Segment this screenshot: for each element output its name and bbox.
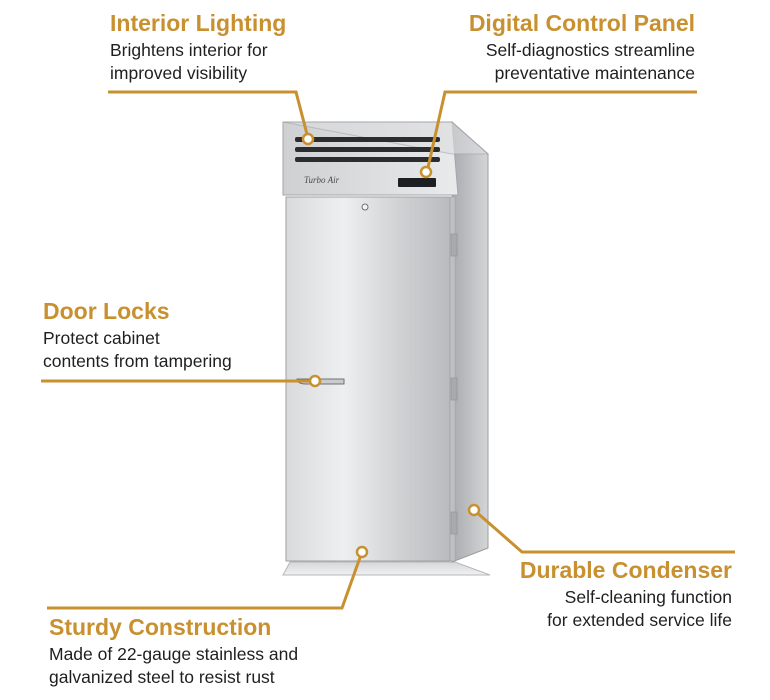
callout-durable-condenser: Durable Condenser Self-cleaning function… — [520, 557, 732, 632]
callout-desc-line2: improved visibility — [110, 63, 248, 83]
callout-desc-line1: Made of 22-gauge stainless and — [49, 644, 299, 664]
callout-desc-line1: Self-cleaning function — [564, 587, 732, 607]
callout-title: Digital Control Panel — [468, 10, 695, 36]
callout-desc-line1: Protect cabinet — [43, 328, 160, 348]
control-display — [398, 178, 436, 187]
callout-digital-control-panel: Digital Control Panel Self-diagnostics s… — [469, 10, 695, 85]
leader-line-durable-condenser — [473, 508, 735, 554]
hinge-bottom — [450, 511, 458, 535]
leader-line-sturdy-construction — [47, 551, 364, 610]
dot-sturdy-construction — [355, 545, 369, 559]
leader-line-interior-lighting — [108, 90, 310, 139]
vent-grille — [295, 137, 440, 162]
brand-logo: Turbo Air — [304, 175, 340, 185]
refrigerator-image: Turbo Air — [282, 120, 491, 576]
callout-door-locks: Door Locks Protect cabinet contents from… — [43, 298, 232, 373]
callout-desc-line2: contents from tampering — [43, 351, 232, 371]
callout-title: Durable Condenser — [519, 557, 732, 583]
callout-desc-line2: preventative maintenance — [494, 63, 695, 83]
dot-durable-condenser — [467, 503, 481, 517]
leader-line-digital-control — [425, 90, 697, 173]
dot-digital-control — [419, 165, 433, 179]
hinge-middle — [450, 377, 458, 401]
dot-interior-lighting — [301, 132, 315, 146]
callout-desc-line1: Brightens interior for — [110, 40, 268, 60]
leader-lines — [41, 90, 735, 610]
callout-title: Interior Lighting — [110, 10, 287, 36]
target-dots — [301, 132, 481, 559]
callout-title: Door Locks — [43, 298, 170, 324]
callout-desc-line1: Self-diagnostics streamline — [485, 40, 695, 60]
lock-icon — [361, 203, 369, 211]
base-ramp — [282, 561, 491, 576]
hinge-top — [450, 233, 458, 257]
callout-interior-lighting: Interior Lighting Brightens interior for… — [110, 10, 286, 85]
callout-desc-line2: for extended service life — [547, 610, 732, 630]
callout-title: Sturdy Construction — [49, 614, 272, 640]
dot-door-locks — [308, 374, 322, 388]
callout-sturdy-construction: Sturdy Construction Made of 22-gauge sta… — [49, 614, 298, 689]
callout-desc-line2: galvanized steel to resist rust — [49, 667, 275, 687]
